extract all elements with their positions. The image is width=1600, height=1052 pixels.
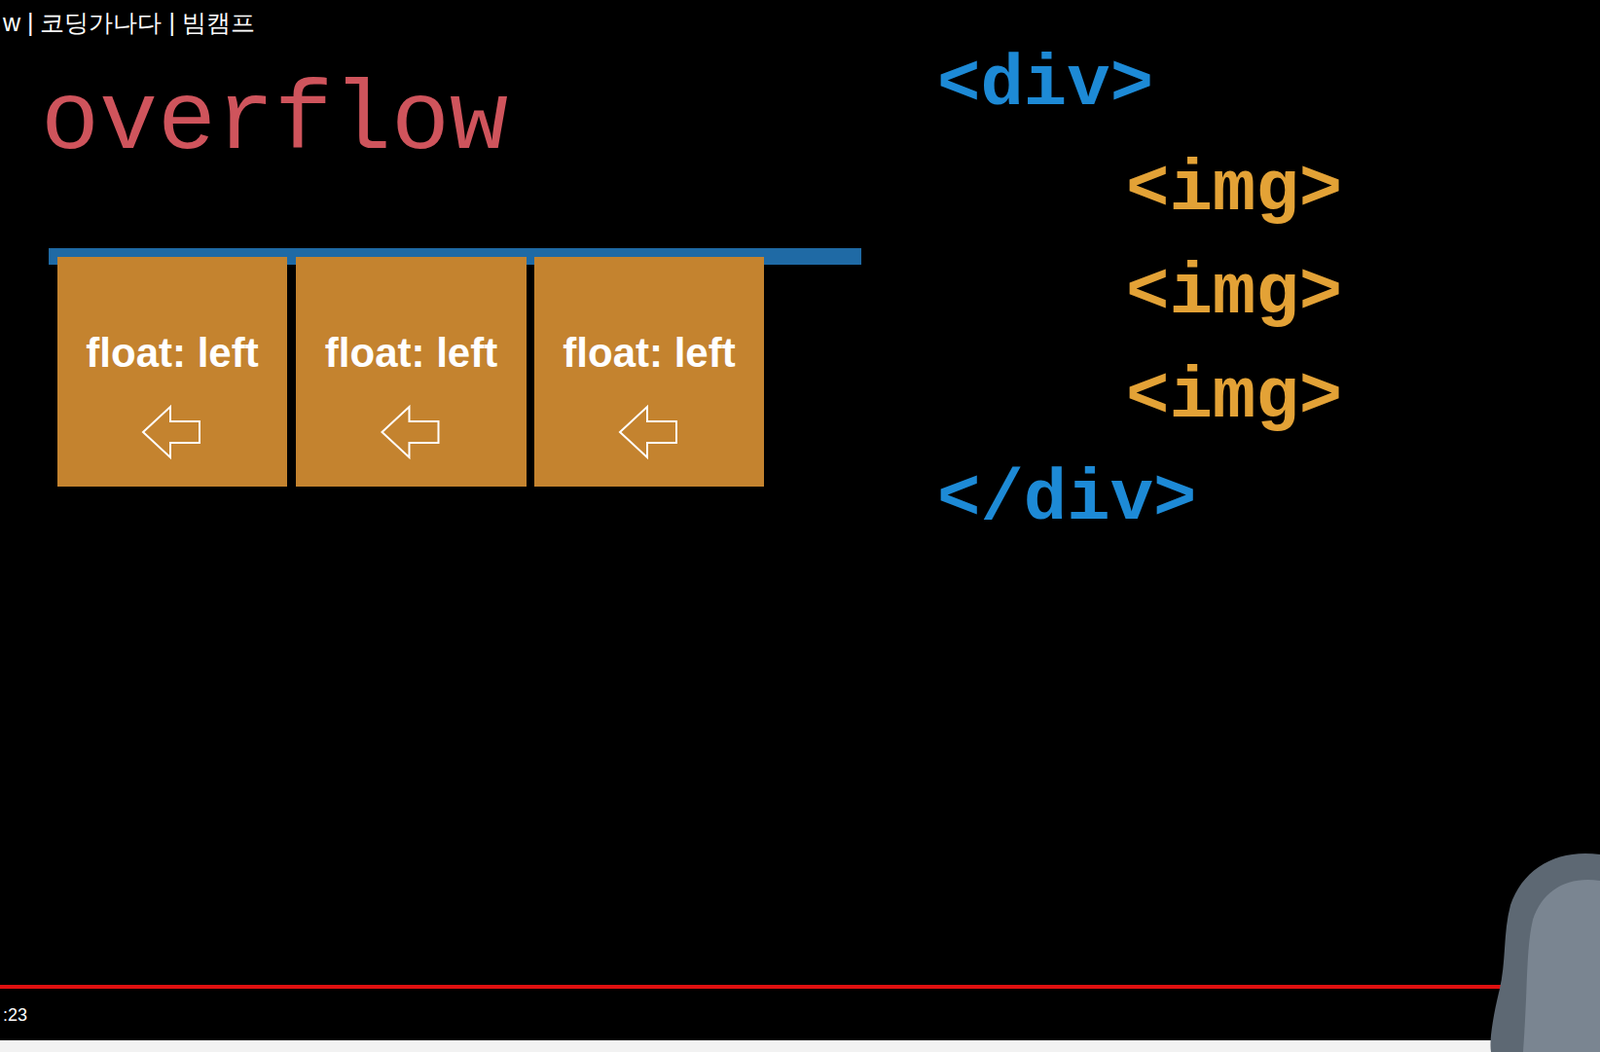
code-tag: <img> xyxy=(1126,256,1343,329)
box-label: float: left xyxy=(295,332,527,374)
box-label: float: left xyxy=(57,332,288,374)
progress-bar xyxy=(0,984,1600,989)
code-tag: </div> xyxy=(937,463,1197,536)
time-stamp: :23 xyxy=(2,1006,28,1024)
player-strip xyxy=(0,1040,1600,1052)
code-tag: <img> xyxy=(1126,361,1343,434)
code-tag: <div> xyxy=(937,48,1154,121)
left-arrow-icon xyxy=(143,406,200,458)
box-label: float: left xyxy=(534,332,764,374)
floated-image-box: float: left xyxy=(57,256,288,487)
floated-image-box: float: left xyxy=(534,256,764,487)
slide-title: overflow xyxy=(40,73,509,172)
floated-image-box: float: left xyxy=(295,256,527,487)
video-title: w | 코딩가나다 | 빔캠프 xyxy=(2,10,255,36)
left-arrow-icon xyxy=(619,406,677,458)
code-tag: <img> xyxy=(1126,153,1343,226)
presenter-figure xyxy=(1490,853,1600,1052)
presenter-shirt xyxy=(1523,879,1600,1052)
left-arrow-icon xyxy=(382,406,439,458)
